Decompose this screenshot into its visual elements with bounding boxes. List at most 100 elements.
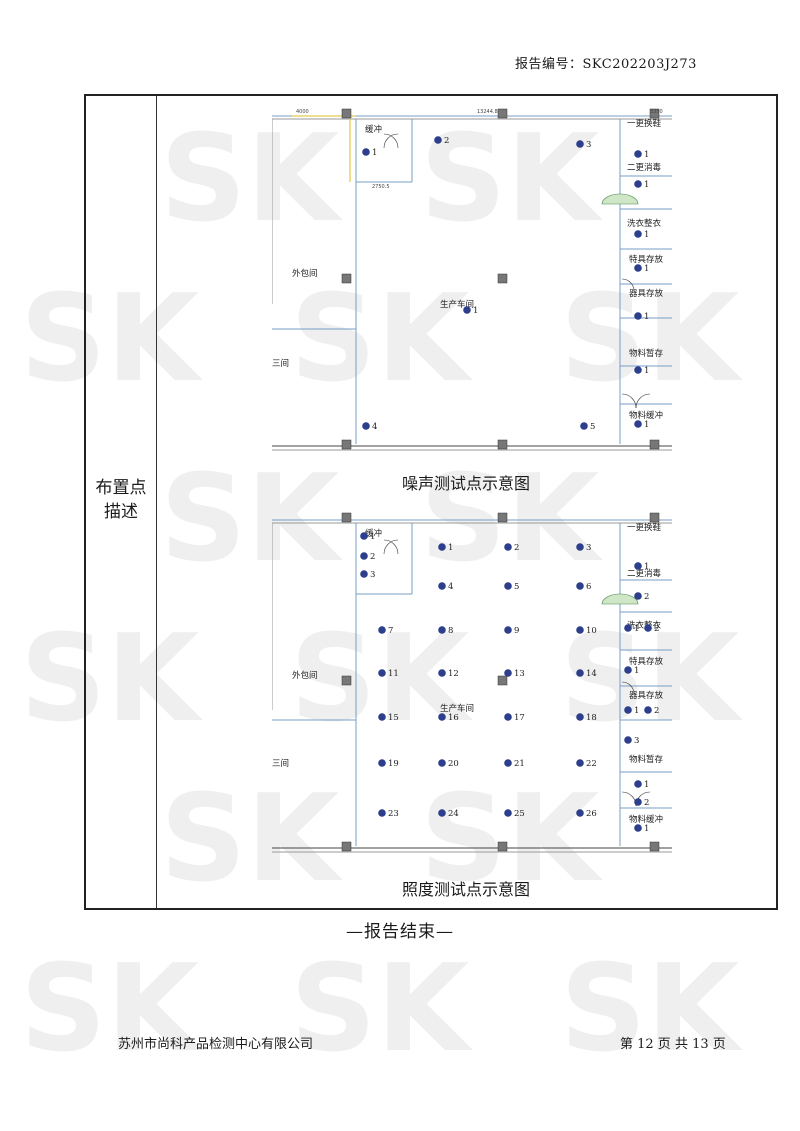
- measurement-point: [634, 420, 642, 428]
- measurement-point-label: 17: [514, 713, 525, 723]
- measurement-point: [434, 136, 442, 144]
- measurement-point-label: 14: [586, 669, 597, 679]
- svg-text:SK: SK: [560, 940, 743, 1079]
- measurement-point: [504, 809, 512, 817]
- measurement-point: [624, 624, 632, 632]
- measurement-point: [634, 264, 642, 272]
- measurement-point-label: 23: [388, 809, 399, 819]
- measurement-point-label: 2: [370, 552, 375, 562]
- room-label: 物料暂存: [629, 348, 664, 359]
- measurement-point: [438, 543, 446, 551]
- measurement-point: [360, 532, 368, 540]
- measurement-point-label: 20: [448, 759, 459, 769]
- measurement-point-label: 1: [644, 562, 649, 572]
- room-label: 物料缓冲: [629, 814, 663, 825]
- light-floor-plan: 缓冲 外包间 三间 生产车间 一更换鞋 二更消毒 洗衣整衣 特具存放 器具存放 …: [272, 510, 692, 860]
- svg-text:SK: SK: [290, 940, 473, 1079]
- room-label: 三间: [272, 359, 289, 369]
- measurement-point-label: 1: [644, 366, 649, 376]
- room-label: 缓冲: [365, 124, 382, 135]
- measurement-point: [634, 592, 642, 600]
- measurement-point-label: 3: [586, 543, 591, 553]
- row-label-line2: 描述: [104, 502, 138, 522]
- measurement-point: [576, 669, 584, 677]
- measurement-point: [576, 543, 584, 551]
- light-caption: 照度测试点示意图: [401, 880, 530, 899]
- measurement-point: [644, 624, 652, 632]
- measurement-point: [624, 736, 632, 744]
- measurement-point-label: 1: [634, 706, 639, 716]
- measurement-point: [576, 809, 584, 817]
- measurement-point-label: 1: [644, 180, 649, 190]
- measurement-point-label: 1: [372, 148, 377, 158]
- measurement-point-label: 1: [644, 824, 649, 834]
- measurement-point: [624, 706, 632, 714]
- measurement-point-label: 7: [388, 626, 393, 636]
- measurement-point: [438, 713, 446, 721]
- measurement-point: [504, 759, 512, 767]
- measurement-point: [378, 713, 386, 721]
- noise-caption: 噪声测试点示意图: [401, 474, 530, 493]
- measurement-point-label: 26: [586, 809, 597, 819]
- measurement-point: [634, 798, 642, 806]
- measurement-point: [634, 312, 642, 320]
- measurement-point-label: 4: [372, 422, 377, 432]
- measurement-point: [634, 824, 642, 832]
- measurement-point-label: 3: [634, 736, 639, 746]
- measurement-point: [634, 366, 642, 374]
- room-label: 三间: [272, 759, 289, 769]
- measurement-point-label: 6: [586, 582, 591, 592]
- measurement-point-label: 10: [586, 626, 597, 636]
- svg-text:SK: SK: [20, 940, 203, 1079]
- measurement-point: [576, 626, 584, 634]
- measurement-point-label: 19: [388, 759, 399, 769]
- measurement-point-label: 15: [388, 713, 399, 723]
- measurement-point: [634, 562, 642, 570]
- dim-label: 4000: [296, 109, 309, 115]
- measurement-point: [634, 230, 642, 238]
- measurement-point-label: 4: [448, 582, 453, 592]
- measurement-point: [576, 713, 584, 721]
- measurement-point-label: 1: [644, 230, 649, 240]
- measurement-point-label: 3: [370, 570, 375, 580]
- measurement-point: [438, 669, 446, 677]
- measurement-point: [504, 543, 512, 551]
- measurement-point: [362, 148, 370, 156]
- measurement-point-label: 2: [654, 706, 659, 716]
- measurement-point-label: 1: [473, 306, 478, 316]
- measurement-point: [576, 759, 584, 767]
- layout-table: 布置点 描述: [84, 94, 778, 910]
- measurement-point-label: 5: [590, 422, 595, 432]
- room-label: 物料缓冲: [629, 410, 663, 421]
- room-label: 外包间: [292, 268, 318, 279]
- measurement-point-label: 22: [586, 759, 597, 769]
- measurement-point: [634, 780, 642, 788]
- measurement-point: [360, 552, 368, 560]
- dim-label: 13244.8: [477, 109, 498, 115]
- measurement-point: [504, 626, 512, 634]
- footer-company: 苏州市尚科产品检测中心有限公司: [118, 1037, 314, 1052]
- measurement-point-label: 5: [514, 582, 519, 592]
- room-label: 缓冲: [365, 528, 382, 539]
- measurement-point: [438, 759, 446, 767]
- room-label: 器具存放: [629, 690, 664, 701]
- measurement-point-label: 1: [634, 666, 639, 676]
- measurement-point: [580, 422, 588, 430]
- room-label: 二更消毒: [627, 162, 662, 173]
- dim-label: 2750.5: [372, 184, 390, 190]
- room-label: 一更换鞋: [627, 522, 662, 533]
- row-label: 布置点 描述: [86, 476, 156, 524]
- row-label-line1: 布置点: [95, 478, 147, 498]
- measurement-point-label: 2: [644, 798, 649, 808]
- measurement-point-label: 1: [644, 264, 649, 274]
- measurement-point-label: 1: [634, 624, 639, 634]
- footer-page-number: 第 12 页 共 13 页: [620, 1037, 726, 1052]
- room-label: 洗衣整衣: [627, 218, 662, 229]
- measurement-point: [576, 140, 584, 148]
- room-label: 一更换鞋: [627, 118, 662, 129]
- measurement-point-label: 21: [514, 759, 525, 769]
- measurement-point-label: 1: [644, 420, 649, 430]
- measurement-point: [634, 150, 642, 158]
- measurement-point: [378, 809, 386, 817]
- measurement-point: [378, 669, 386, 677]
